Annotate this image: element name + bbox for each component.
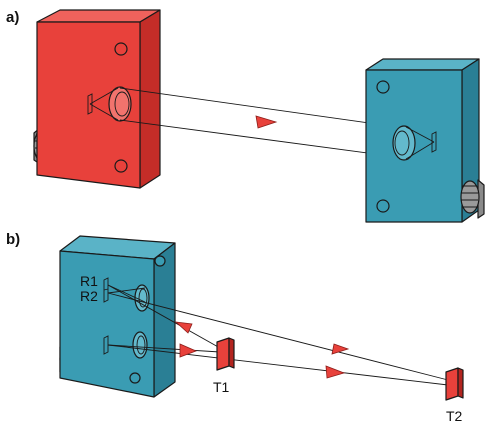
diffuse-front-face: [59, 250, 155, 398]
emitter-top-face: [36, 9, 161, 23]
target-t1: [216, 337, 235, 371]
receiver-screw-top: [376, 80, 390, 94]
emitter-element: [87, 93, 93, 115]
arrow-from-t1: [174, 321, 193, 334]
panel-a-beam: [119, 87, 406, 159]
diffuse-side-face: [153, 242, 176, 398]
receiver-element: [431, 131, 437, 153]
receiver-lens-inner: [394, 130, 410, 156]
receiver-sensor: [365, 58, 485, 223]
arrow-from-t2: [331, 343, 350, 355]
target-t2-label: T2: [446, 408, 463, 424]
emitter-lens-inner: [114, 91, 130, 117]
emitter-front-face: [36, 21, 141, 189]
receiver-screw-bottom: [376, 199, 390, 213]
emitter-side-face: [139, 9, 161, 189]
receiver-elements-r1-r2: [103, 277, 109, 303]
target-t1-label: T1: [213, 379, 230, 395]
emitter-lens-outer: [108, 86, 132, 122]
target-t2: [445, 367, 464, 401]
panel-a-label: a): [6, 9, 19, 26]
emitter-element-b: [103, 335, 109, 355]
receiver-top-face: [365, 58, 480, 71]
diffuse-screw-top: [154, 255, 166, 267]
diffuse-sensor: [59, 235, 176, 398]
arrow-to-t2: [325, 365, 346, 379]
beam-direction-arrow: [255, 115, 278, 129]
receiver-connector: [460, 179, 485, 219]
receiver-lens-outer: [392, 125, 416, 161]
panel-b-beams: [107, 284, 449, 386]
receiver-label-r2: R2: [80, 288, 98, 304]
receiver-label-r1: R1: [80, 273, 98, 289]
diffuse-screw-bottom: [129, 372, 141, 384]
emitter-screw-top: [114, 42, 128, 56]
emitter-screw-bottom: [114, 159, 128, 173]
emitter-sensor: [33, 9, 161, 189]
panel-b-label: b): [6, 231, 20, 248]
arrow-to-t1: [179, 343, 198, 358]
